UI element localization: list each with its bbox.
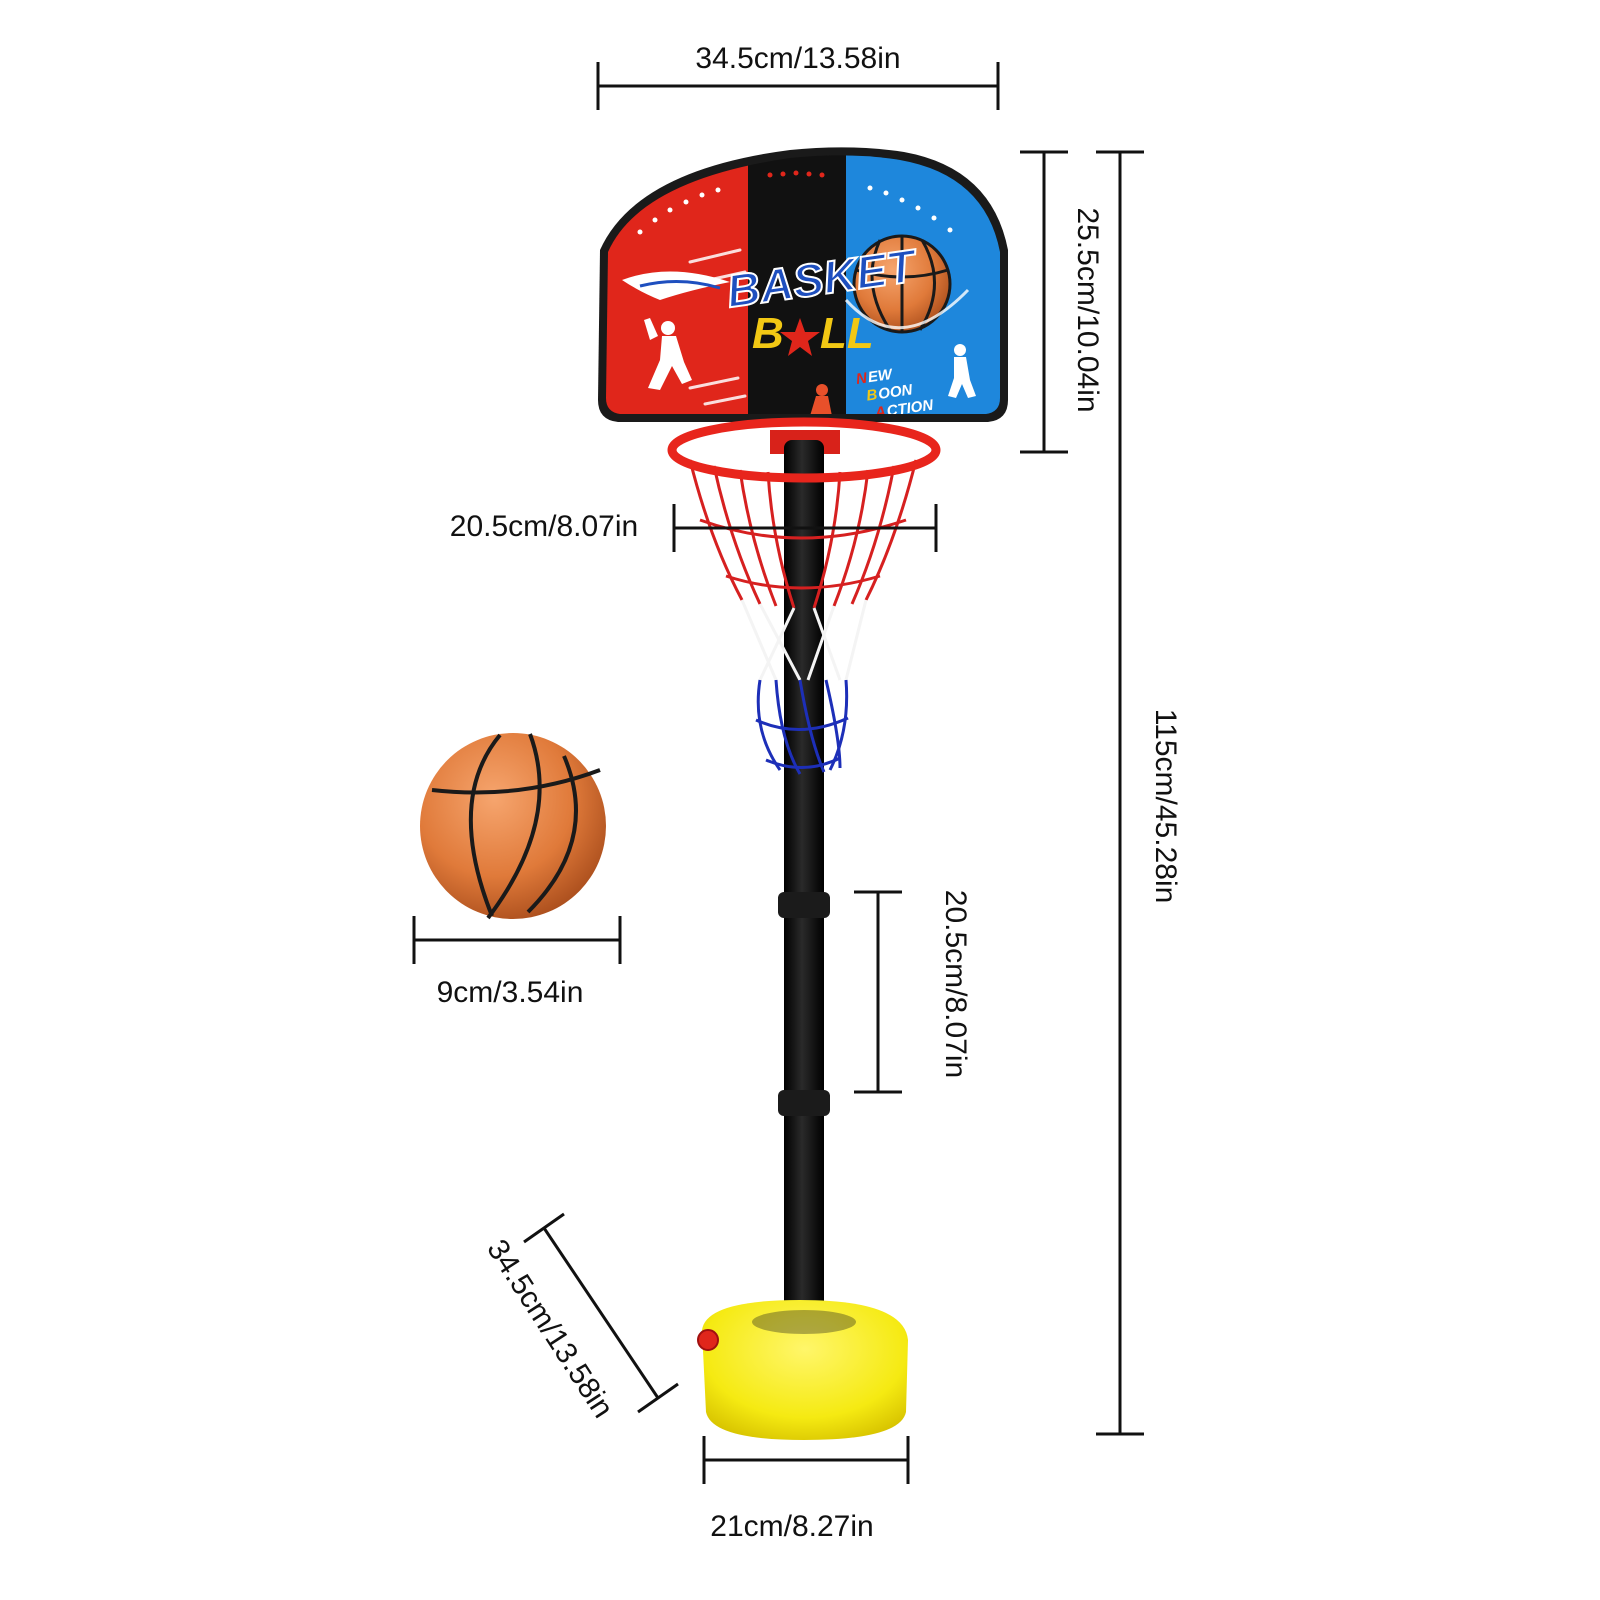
base-width-label: 21cm/8.27in bbox=[710, 1510, 873, 1543]
backboard-black-panel bbox=[748, 155, 846, 414]
dunk-silhouette-icon bbox=[810, 384, 832, 414]
tagline-initial-3: A bbox=[873, 403, 887, 421]
tagline-line-1: EW bbox=[867, 366, 895, 386]
player-silhouette-icon bbox=[644, 318, 692, 390]
red-star-row-icon bbox=[767, 170, 825, 178]
tagline-initial-1: N bbox=[855, 369, 869, 388]
wing-icon bbox=[622, 271, 730, 300]
pole-joint bbox=[778, 1090, 830, 1116]
base-diagonal-label: 34.5cm/13.58in bbox=[480, 1234, 619, 1424]
net bbox=[688, 459, 918, 775]
backboard-title-ll: LL bbox=[820, 309, 874, 358]
backboard-ball-icon bbox=[844, 234, 970, 334]
star-icon bbox=[780, 318, 820, 356]
star-row-icon bbox=[637, 185, 953, 235]
total-height-label: 115cm/45.28in bbox=[1149, 709, 1182, 904]
backboard: BASKET B LL N EW B OON A CTION bbox=[598, 147, 1008, 454]
basketball bbox=[420, 733, 606, 920]
base bbox=[697, 1300, 908, 1440]
tagline-line-3: CTION bbox=[886, 396, 936, 419]
tagline-initial-2: B bbox=[865, 386, 878, 404]
ball-diameter-label: 9cm/3.54in bbox=[437, 976, 584, 1009]
tagline-line-2: OON bbox=[877, 381, 914, 403]
player-silhouette-right-icon bbox=[948, 344, 976, 398]
base-plug-icon bbox=[697, 1329, 719, 1351]
hoop-diameter-label: 20.5cm/8.07in bbox=[450, 510, 638, 543]
pole-joint bbox=[778, 892, 830, 918]
backboard-height-label: 25.5cm/10.04in bbox=[1071, 207, 1104, 412]
backboard-title-b: B bbox=[752, 309, 784, 358]
backboard-width-label: 34.5cm/13.58in bbox=[695, 42, 900, 75]
dimension-lines bbox=[412, 62, 1144, 1484]
speed-lines-icon bbox=[688, 248, 747, 406]
pole-segment-label: 20.5cm/8.07in bbox=[939, 890, 972, 1078]
rim bbox=[667, 417, 941, 483]
